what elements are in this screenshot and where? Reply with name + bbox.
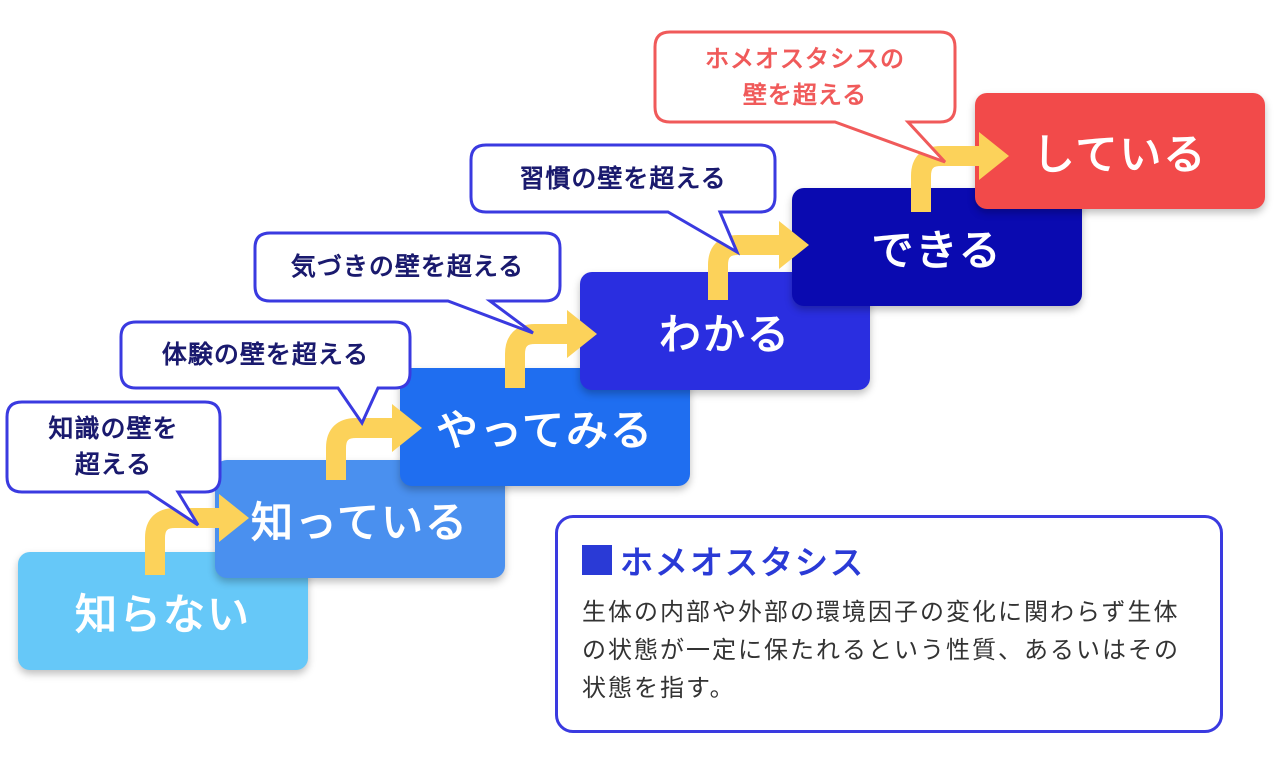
wall-label-1: 知識の壁を 超える xyxy=(48,414,179,479)
definition-box: ホメオスタシス 生体の内部や外部の環境因子の変化に関わらず生体の状態が一定に保た… xyxy=(555,515,1223,733)
wall-bubble-5 xyxy=(653,30,957,164)
wall-label-2: 体験の壁を超える xyxy=(161,340,370,369)
wall-label-4: 習慣の壁を超える xyxy=(519,163,727,193)
step-label: やってみる xyxy=(436,405,654,455)
wall-bubble-3 xyxy=(253,231,562,335)
wall-bubble-4 xyxy=(469,143,777,256)
wall-bubble-1 xyxy=(5,400,222,527)
step-shitteiru: 知っている xyxy=(215,460,505,578)
step-label: わかる xyxy=(658,309,791,359)
definition-title-text: ホメオスタシス xyxy=(620,543,865,582)
step-label: している xyxy=(1032,129,1208,179)
step-label: 知っている xyxy=(251,497,469,547)
wall-bubble-2 xyxy=(119,320,412,427)
step-label: できる xyxy=(871,225,1003,275)
step-label: 知らない xyxy=(74,589,251,639)
wall-label-3: 気づきの壁を超える xyxy=(290,252,525,281)
step-shiteiru: している xyxy=(975,93,1265,209)
wall-label-5: ホメオスタシスの 壁を超える xyxy=(705,45,905,109)
definition-title: ホメオスタシス xyxy=(582,536,1196,584)
definition-body: 生体の内部や外部の環境因子の変化に関わらず生体の状態が一定に保たれるという性質、… xyxy=(582,599,1180,702)
square-bullet-icon xyxy=(582,545,612,575)
